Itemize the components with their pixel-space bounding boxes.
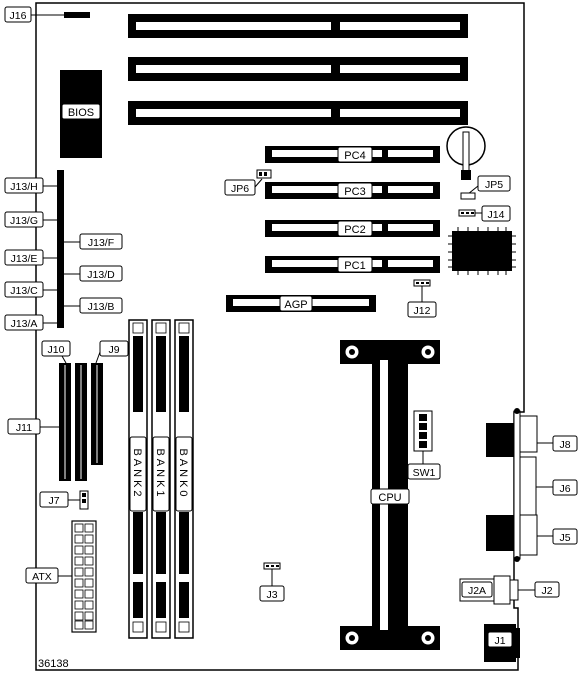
sw1-label: SW1 xyxy=(413,467,436,479)
bank-label: BANK1 xyxy=(154,448,166,499)
bios-chip: BIOS xyxy=(60,70,102,158)
sw1-switch xyxy=(413,410,433,452)
isa-slots xyxy=(128,14,468,125)
pci-slot-label: PC1 xyxy=(344,260,365,272)
bios-label: BIOS xyxy=(68,107,94,119)
j13c-label: J13/C xyxy=(10,285,38,297)
board-id: 36138 xyxy=(38,658,69,670)
bank-label: BANK0 xyxy=(177,448,189,499)
j10-label: J10 xyxy=(48,344,65,356)
jp6-label: JP6 xyxy=(231,183,249,195)
atx-power-connector xyxy=(71,520,97,633)
j8-label: J8 xyxy=(559,439,570,451)
j16-header xyxy=(64,12,90,18)
j1-connector xyxy=(484,624,520,662)
pci-slot-label: PC2 xyxy=(344,224,365,236)
agp-label: AGP xyxy=(284,299,307,311)
j7-label: J7 xyxy=(48,495,59,507)
dimm-slots: BANK2 BANK1 BANK0 xyxy=(128,319,194,639)
j5-label: J5 xyxy=(559,532,570,544)
bank-label: BANK2 xyxy=(131,448,143,499)
j16-label: J16 xyxy=(10,10,27,22)
j11-label: J11 xyxy=(16,422,32,434)
jp5-header xyxy=(460,192,476,200)
j12-label: J12 xyxy=(414,305,431,317)
j13f-label: J13/F xyxy=(88,237,114,249)
pci-slot-label: PC4 xyxy=(344,150,365,162)
ide-headers xyxy=(59,363,103,481)
cpu-slot: CPU xyxy=(340,340,440,650)
cpu-label: CPU xyxy=(378,492,401,504)
j13h-label: J13/H xyxy=(10,181,37,193)
jp5-label: JP5 xyxy=(485,179,503,191)
j3-label: J3 xyxy=(266,589,277,601)
j13g-label: J13/G xyxy=(10,215,38,227)
pci-slots: PC4 PC3 PC2 PC1 xyxy=(265,146,440,273)
j13d-label: J13/D xyxy=(87,269,115,281)
j13a-label: J13/A xyxy=(11,318,38,330)
rear-io-ports xyxy=(486,408,538,562)
board-outline xyxy=(35,2,525,671)
battery xyxy=(446,126,486,180)
j14-label: J14 xyxy=(488,209,505,221)
atx-label: ATX xyxy=(32,571,52,583)
j6-label: J6 xyxy=(559,483,570,495)
pci-slot-label: PC3 xyxy=(344,186,365,198)
j13e-label: J13/E xyxy=(11,253,38,265)
j2a-label: J2A xyxy=(468,585,486,597)
j1-label: J1 xyxy=(494,635,505,647)
j13b-label: J13/B xyxy=(88,301,115,313)
j13-header xyxy=(57,170,64,328)
j2-label: J2 xyxy=(541,585,552,597)
chipset xyxy=(448,227,516,275)
agp-slot: AGP xyxy=(226,295,376,312)
j9-label: J9 xyxy=(108,344,119,356)
